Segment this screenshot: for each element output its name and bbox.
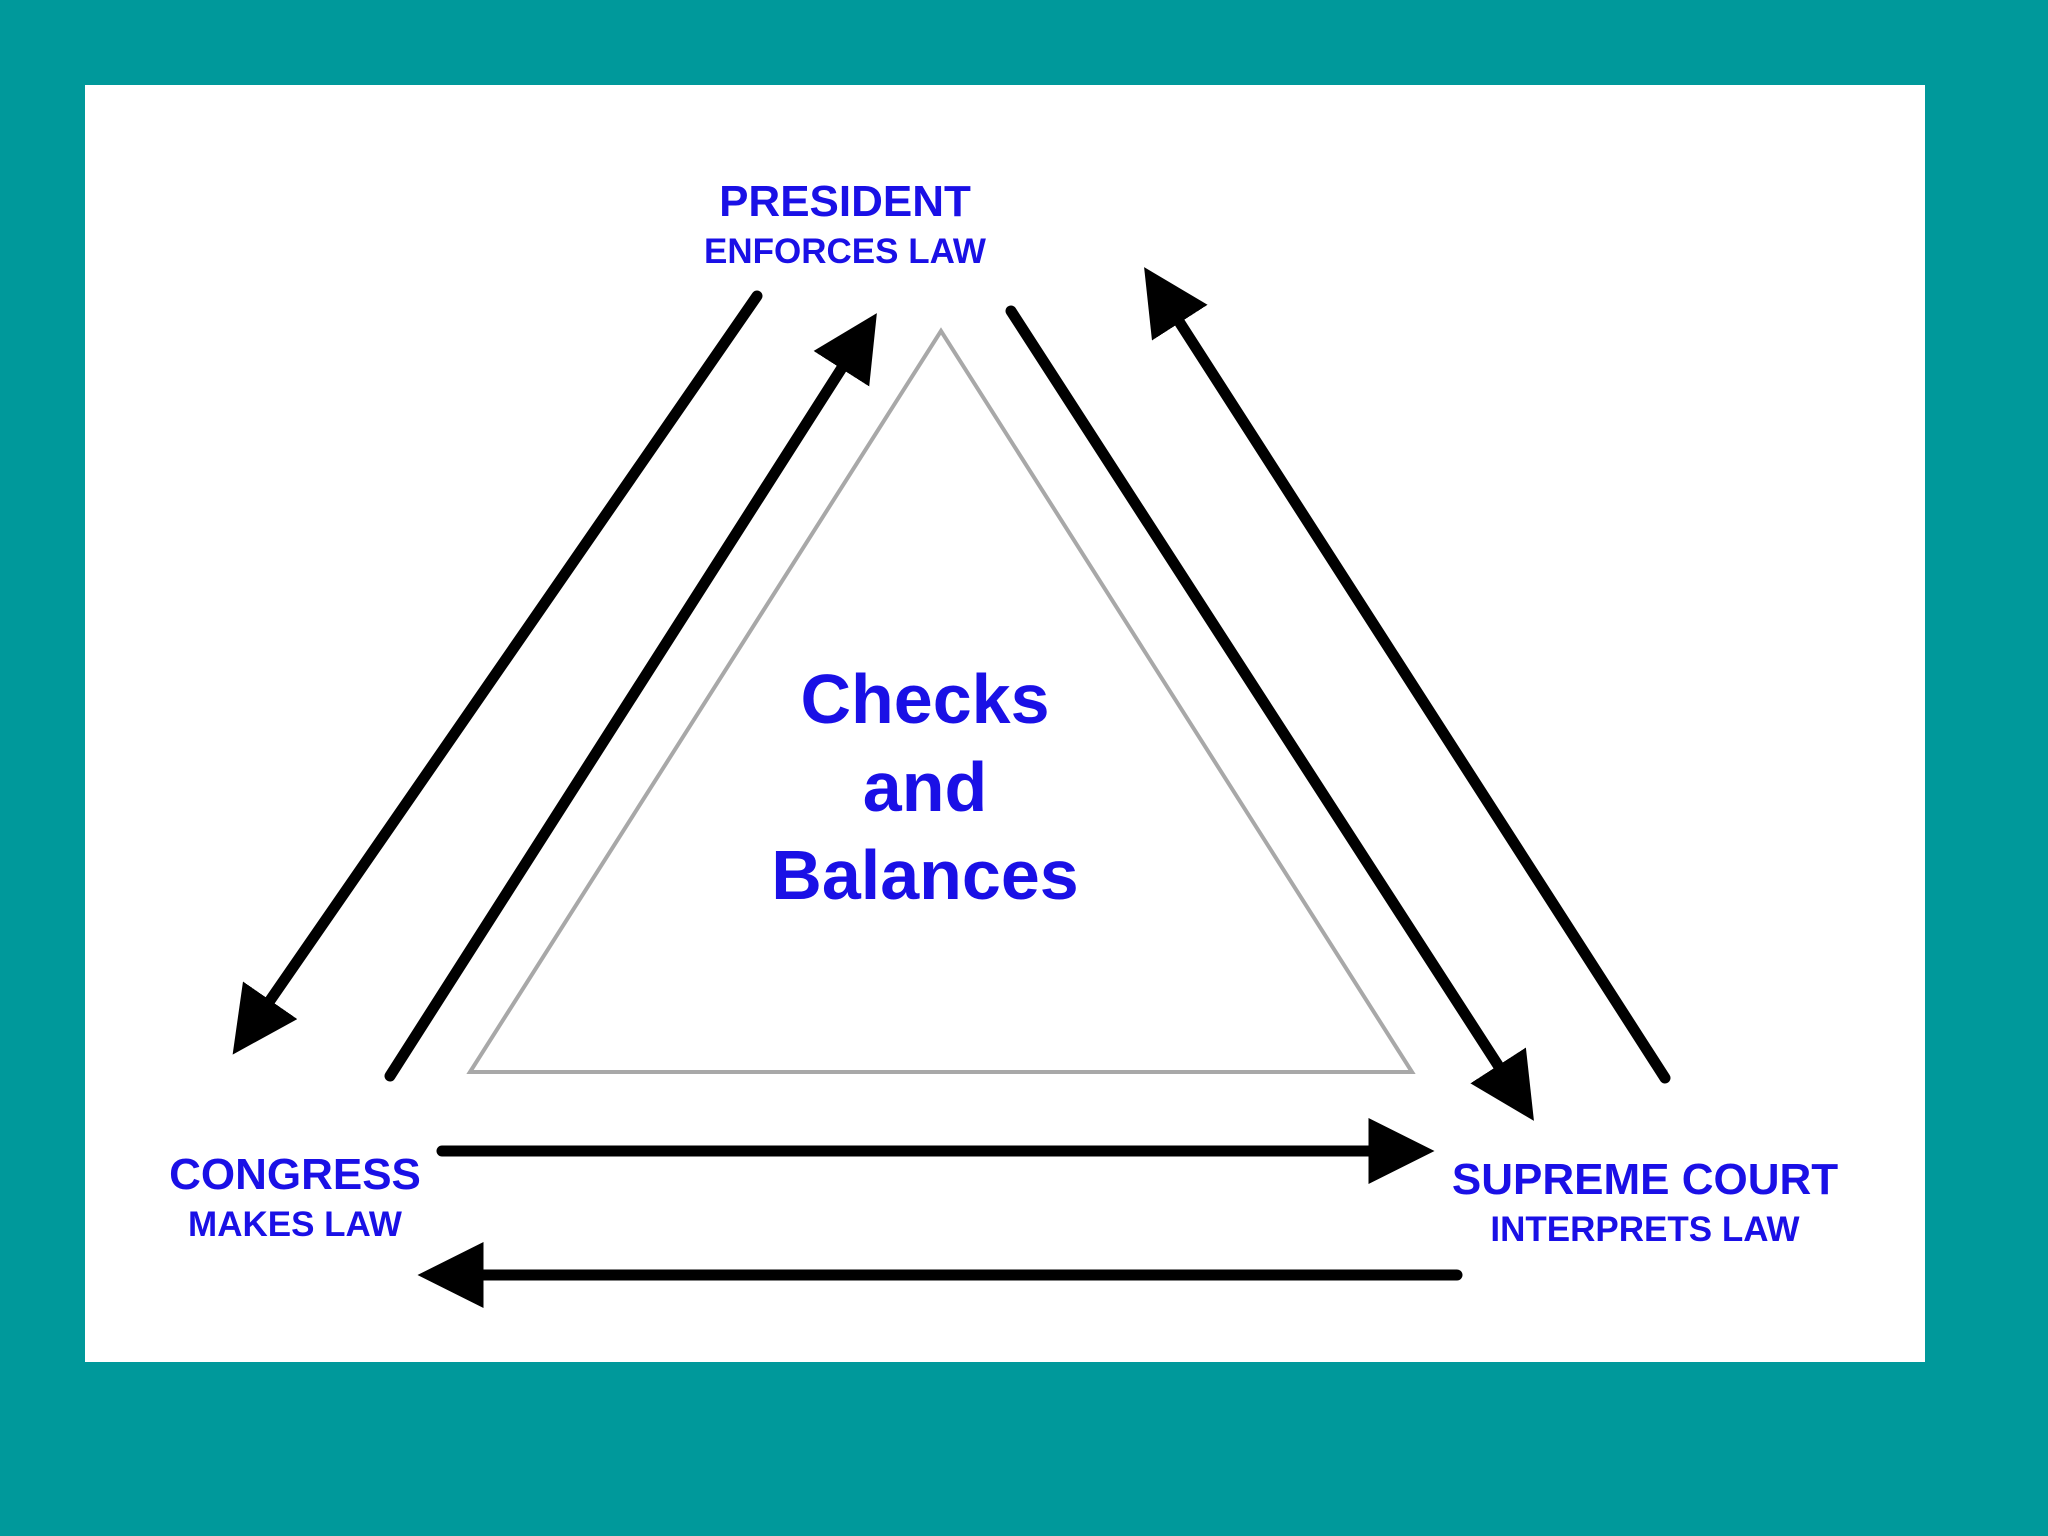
diagram-card: PRESIDENT ENFORCES LAW CONGRESS MAKES LA…: [85, 85, 1925, 1362]
congress-label: CONGRESS MAKES LAW: [135, 1150, 455, 1245]
congress-title: CONGRESS: [169, 1150, 421, 1199]
checks-balances-diagram: [232, 267, 1671, 1308]
arrow-court-to-president: [1144, 267, 1671, 1084]
center-line-1: Checks: [800, 660, 1050, 738]
arrow-president-to-court: [1005, 305, 1534, 1121]
president-title: PRESIDENT: [719, 177, 971, 226]
supreme-court-label: SUPREME COURT INTERPRETS LAW: [1410, 1155, 1880, 1250]
president-label: PRESIDENT ENFORCES LAW: [685, 177, 1005, 272]
center-triangle: [466, 327, 1416, 1074]
president-role: ENFORCES LAW: [704, 231, 986, 271]
center-title: Checks and Balances: [725, 655, 1125, 919]
congress-role: MAKES LAW: [188, 1204, 402, 1244]
arrow-president-to-congress: [232, 290, 763, 1055]
supreme-court-title: SUPREME COURT: [1451, 1155, 1839, 1204]
supreme-court-role: INTERPRETS LAW: [1490, 1209, 1800, 1249]
center-line-3: Balances: [771, 836, 1079, 914]
arrow-congress-to-president: [384, 313, 877, 1082]
center-line-2: and: [862, 748, 988, 826]
